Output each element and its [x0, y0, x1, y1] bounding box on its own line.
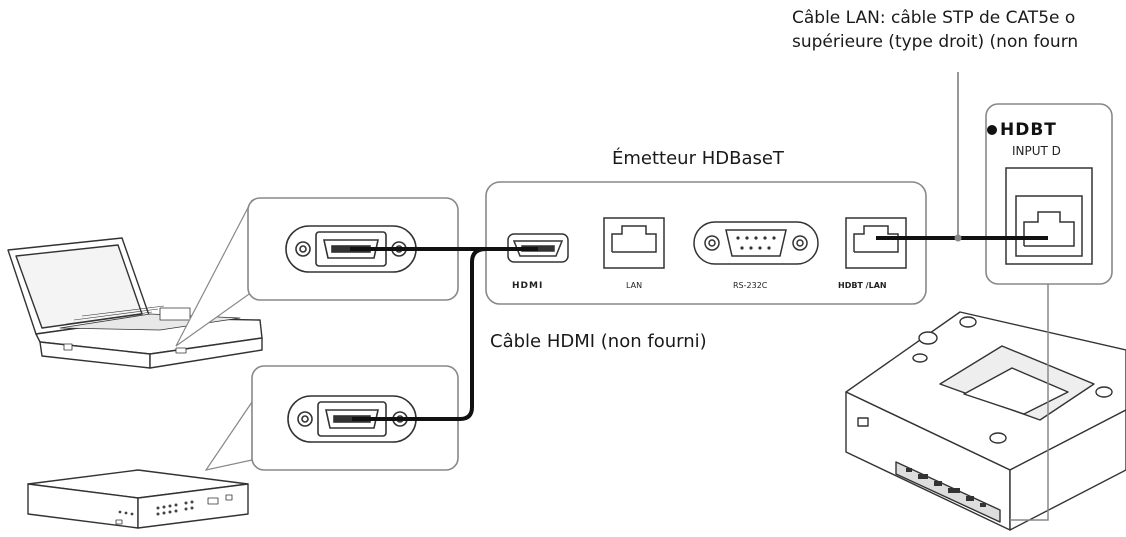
port-label-hdbt-lan: HDBT /LAN [838, 281, 887, 290]
hdmi-cable-player [352, 247, 538, 421]
port-label-lan: LAN [626, 281, 643, 290]
lan-cable-caption-line1: Câble LAN: câble STP de CAT5e o [792, 8, 1076, 28]
transmitter-hdbt-lan-port [845, 217, 907, 269]
lan-cable-caption: Câble LAN: câble STP de CAT5e o supérieu… [792, 6, 1078, 54]
lan-cable-caption-line2: supérieure (type droit) (non fourn [792, 32, 1079, 52]
panel-to-projector-link [1010, 284, 1049, 521]
projector-input-label: INPUT D [1012, 144, 1061, 158]
transmitter-title: Émetteur HDBaseT [612, 148, 784, 169]
media-player-illustration [27, 469, 249, 529]
projector-illustration [845, 311, 1126, 531]
port-label-rs232c: RS-232C [733, 281, 768, 290]
player-callout-wedge [204, 400, 253, 471]
port-label-hdmi: HDMI [512, 281, 544, 291]
projector-hdbt-label: HDBT [1000, 120, 1057, 140]
transmitter-lan-port [603, 217, 665, 269]
lan-cable-marker [954, 234, 962, 242]
transmitter-rs232c-port [693, 221, 819, 265]
projector-hdbt-port [1005, 167, 1093, 265]
hdbt-logo-icon [987, 125, 997, 135]
hdmi-cable-caption: Câble HDMI (non fourni) [490, 331, 707, 352]
